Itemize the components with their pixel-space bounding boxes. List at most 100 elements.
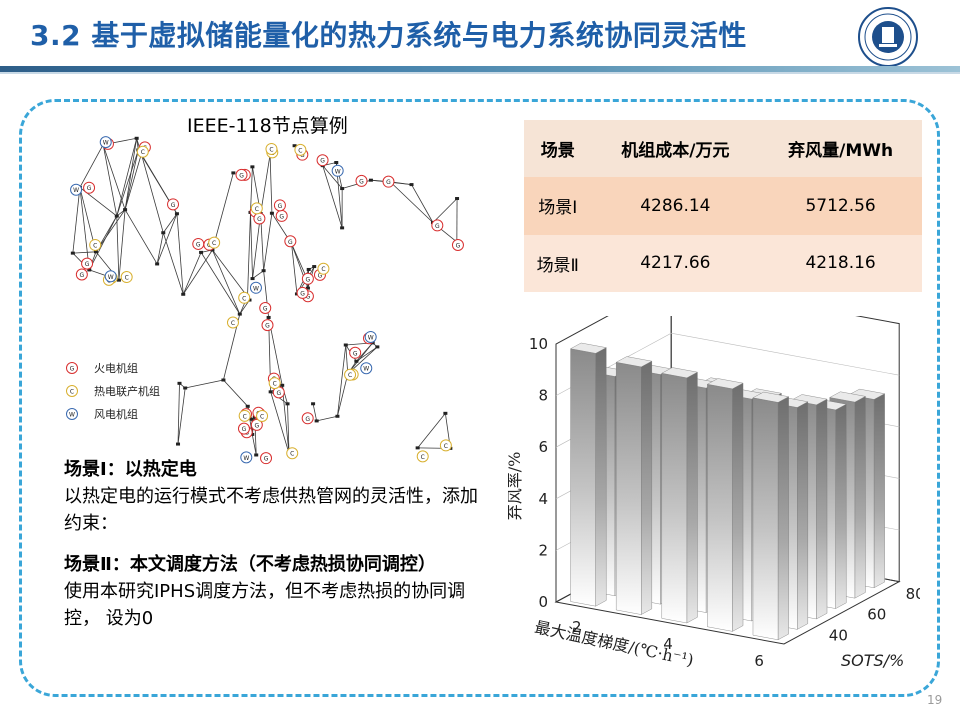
bus-node bbox=[443, 411, 448, 415]
bus-node bbox=[409, 183, 414, 187]
generator-letter: C bbox=[298, 147, 302, 154]
bar-top-face bbox=[569, 342, 607, 354]
generator-symbol bbox=[261, 319, 274, 332]
bus-node bbox=[245, 404, 250, 408]
legend-letter: G bbox=[70, 366, 75, 373]
transmission-line bbox=[124, 153, 142, 210]
bar-side-face bbox=[777, 396, 789, 641]
bus-node bbox=[254, 453, 259, 457]
generator-letter: G bbox=[435, 223, 440, 230]
scenario-description: 场景Ⅰ：以热定电 以热定电的运行模式不考虑供热管网的灵活性，添加约束： 场景Ⅱ：… bbox=[64, 456, 494, 632]
y-tick-label: 60 bbox=[867, 606, 886, 624]
bus-node bbox=[312, 265, 317, 269]
generator-letter: W bbox=[253, 285, 259, 292]
table-cell: 场景Ⅱ bbox=[524, 234, 592, 292]
generator-symbol bbox=[226, 316, 239, 329]
generator-symbol bbox=[284, 235, 297, 248]
generator-letter: G bbox=[257, 216, 262, 223]
university-logo bbox=[858, 7, 918, 67]
bar-top-face bbox=[661, 367, 699, 379]
network-title: IEEE-118节点算例 bbox=[187, 115, 348, 137]
bus-node bbox=[306, 267, 311, 271]
generator-letter: G bbox=[300, 152, 305, 159]
legend-letter: W bbox=[69, 412, 75, 419]
generator-letter: C bbox=[125, 275, 129, 282]
bus-node bbox=[237, 312, 242, 316]
x-tick-label: 4 bbox=[663, 635, 673, 653]
generator-letter: W bbox=[363, 366, 369, 373]
generator-letter: G bbox=[255, 422, 260, 429]
generator-letter: G bbox=[300, 290, 305, 297]
generator-letter: C bbox=[269, 146, 273, 153]
bus-node bbox=[221, 378, 226, 382]
generator-letter: G bbox=[456, 243, 461, 250]
generator-letter: G bbox=[264, 456, 269, 463]
transmission-line bbox=[356, 342, 373, 362]
transmission-line bbox=[356, 346, 378, 362]
transmission-line bbox=[156, 213, 178, 265]
bus-node bbox=[285, 402, 290, 406]
table-header: 弃风量/MWh bbox=[759, 120, 922, 178]
generator-symbol bbox=[70, 183, 83, 196]
bus-node bbox=[305, 286, 310, 290]
generator-symbol bbox=[349, 346, 362, 359]
generator-symbol bbox=[89, 238, 102, 251]
generator-letter: G bbox=[242, 426, 247, 433]
generator-letter: C bbox=[141, 149, 145, 156]
transmission-line bbox=[176, 213, 184, 295]
scenario-table: 场景 机组成本/万元 弃风量/MWh 场景Ⅰ 4286.14 5712.56 场… bbox=[524, 120, 922, 292]
generator-symbol bbox=[259, 302, 272, 315]
transmission-line bbox=[223, 379, 249, 407]
generator-letter: G bbox=[279, 213, 284, 220]
bar-front-face bbox=[615, 362, 642, 615]
generator-letter: C bbox=[242, 295, 246, 302]
z-tick-label: 8 bbox=[538, 387, 548, 405]
table-row: 场景Ⅰ 4286.14 5712.56 bbox=[524, 177, 922, 235]
generator-symbol bbox=[301, 412, 314, 425]
bus-node bbox=[269, 211, 274, 215]
generator-letter: G bbox=[305, 416, 310, 423]
transmission-line bbox=[260, 154, 271, 214]
legend-letter: C bbox=[70, 389, 74, 396]
generator-letter: W bbox=[108, 274, 114, 281]
transmission-line bbox=[250, 212, 253, 279]
generator-letter: G bbox=[278, 203, 283, 210]
z-tick-label: 2 bbox=[538, 541, 548, 559]
table-cell: 场景Ⅰ bbox=[524, 177, 592, 235]
transmission-line bbox=[116, 149, 139, 217]
page-number: 19 bbox=[927, 693, 943, 707]
legend-label: 风电机组 bbox=[94, 407, 138, 421]
generator-symbol bbox=[81, 257, 94, 270]
bus-node bbox=[181, 292, 186, 296]
transmission-line bbox=[432, 198, 458, 223]
generator-symbol bbox=[240, 451, 253, 464]
generator-letter: G bbox=[87, 185, 92, 192]
network-svg: GGGGGGGGGGGGGGGGGGGGGGGGGGGGGGGGGGGGGGGC… bbox=[66, 136, 464, 465]
generator-symbol bbox=[235, 168, 248, 181]
bus-node bbox=[231, 171, 236, 175]
generator-symbol bbox=[120, 271, 133, 284]
bus-node bbox=[123, 208, 128, 212]
transmission-line bbox=[270, 391, 290, 454]
transmission-line bbox=[389, 181, 434, 223]
transmission-line bbox=[162, 213, 178, 233]
generator-symbol bbox=[382, 175, 395, 188]
bus-node bbox=[174, 212, 179, 216]
bus-node bbox=[93, 250, 98, 254]
bus-node bbox=[292, 144, 297, 148]
generator-letter: G bbox=[318, 272, 323, 279]
transmission-line bbox=[312, 403, 318, 422]
transmission-line bbox=[287, 403, 290, 454]
bus-node bbox=[161, 231, 166, 235]
legend-symbol bbox=[66, 362, 78, 374]
transmission-line bbox=[72, 187, 81, 254]
bus-node bbox=[354, 359, 359, 363]
bus-node bbox=[340, 226, 345, 230]
legend-label: 热电联产机组 bbox=[94, 384, 160, 398]
generator-symbol bbox=[237, 422, 250, 435]
transmission-line bbox=[116, 138, 138, 217]
transmission-line bbox=[79, 187, 90, 270]
generator-letter: W bbox=[335, 168, 341, 175]
bar-side-face bbox=[732, 382, 744, 632]
